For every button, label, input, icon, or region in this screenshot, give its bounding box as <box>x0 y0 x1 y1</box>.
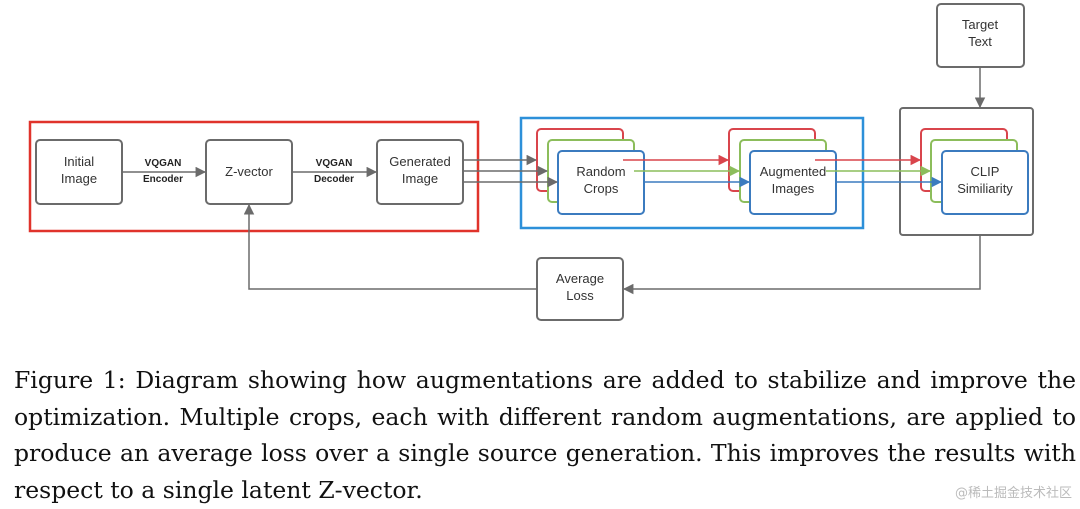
average-loss-label-1: Average <box>556 271 604 286</box>
random-crops-label-1: Random <box>576 164 625 179</box>
target-text-label-1: Target <box>962 17 999 32</box>
random-crops-label-2: Crops <box>584 181 619 196</box>
decoder-label-2: Decoder <box>314 174 354 185</box>
initial-image-label-2: Image <box>61 171 97 186</box>
vqgan-group-box <box>28 120 480 233</box>
augmentation-diagram: Initial Image Z-vector Generated Image T… <box>28 3 1034 321</box>
generated-image-label-1: Generated <box>389 154 450 169</box>
generated-image-node: Generated Image <box>376 139 464 205</box>
clip-to-loss-arrow <box>622 235 981 295</box>
augmentation-group-box <box>519 116 865 230</box>
watermark: @稀土掘金技术社区 <box>954 486 1072 501</box>
initial-image-label-1: Initial <box>64 154 94 169</box>
augmented-images-label-1: Augmented <box>760 164 827 179</box>
random-crops-stack: Random Crops <box>536 128 645 215</box>
encoder-label-1: VQGAN <box>145 158 182 169</box>
clip-similarity-label-2: Similiarity <box>957 181 1013 196</box>
encoder-label-2: Encoder <box>143 174 183 185</box>
decoder-label-1: VQGAN <box>316 158 353 169</box>
average-loss-label-2: Loss <box>566 288 594 303</box>
augmented-images-label-2: Images <box>772 181 815 196</box>
clip-similarity-label-1: CLIP <box>971 164 1000 179</box>
average-loss-node: Average Loss <box>536 257 624 321</box>
clip-similarity-stack: CLIP Similiarity <box>920 128 1029 215</box>
target-text-node: Target Text <box>936 3 1025 68</box>
z-vector-label: Z-vector <box>225 164 273 179</box>
generated-image-label-2: Image <box>402 171 438 186</box>
target-text-label-2: Text <box>968 34 992 49</box>
z-vector-node: Z-vector <box>205 139 293 205</box>
augmented-images-stack: Augmented Images <box>728 128 837 215</box>
figure-caption: Figure 1: Diagram showing how augmentati… <box>14 366 1076 504</box>
initial-image-node: Initial Image <box>35 139 123 205</box>
loss-to-zvector-arrow <box>243 203 537 290</box>
